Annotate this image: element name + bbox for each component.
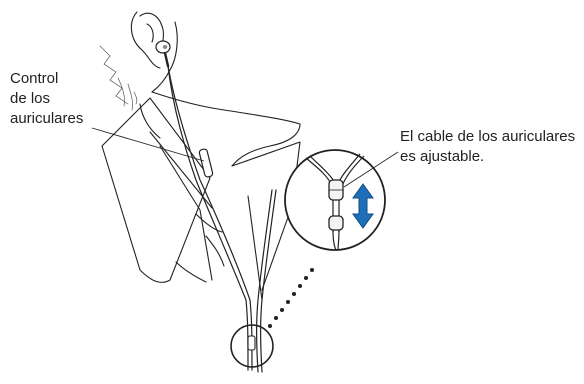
dotted-connector <box>268 268 314 328</box>
zoom-detail <box>284 149 386 251</box>
hair-sketch <box>99 45 138 111</box>
earbud-icon <box>155 40 171 68</box>
callout-adjustable-cable: El cable de los auriculares es ajustable… <box>400 128 576 165</box>
callout-headphone-control: Control de los auriculares <box>10 70 84 127</box>
remote-control <box>198 148 214 178</box>
cable-slider-icon <box>328 179 344 201</box>
up-down-arrow-icon <box>352 183 374 229</box>
shirt-outline <box>101 91 301 301</box>
leader-lines <box>91 127 399 188</box>
slider-highlight <box>230 324 274 368</box>
